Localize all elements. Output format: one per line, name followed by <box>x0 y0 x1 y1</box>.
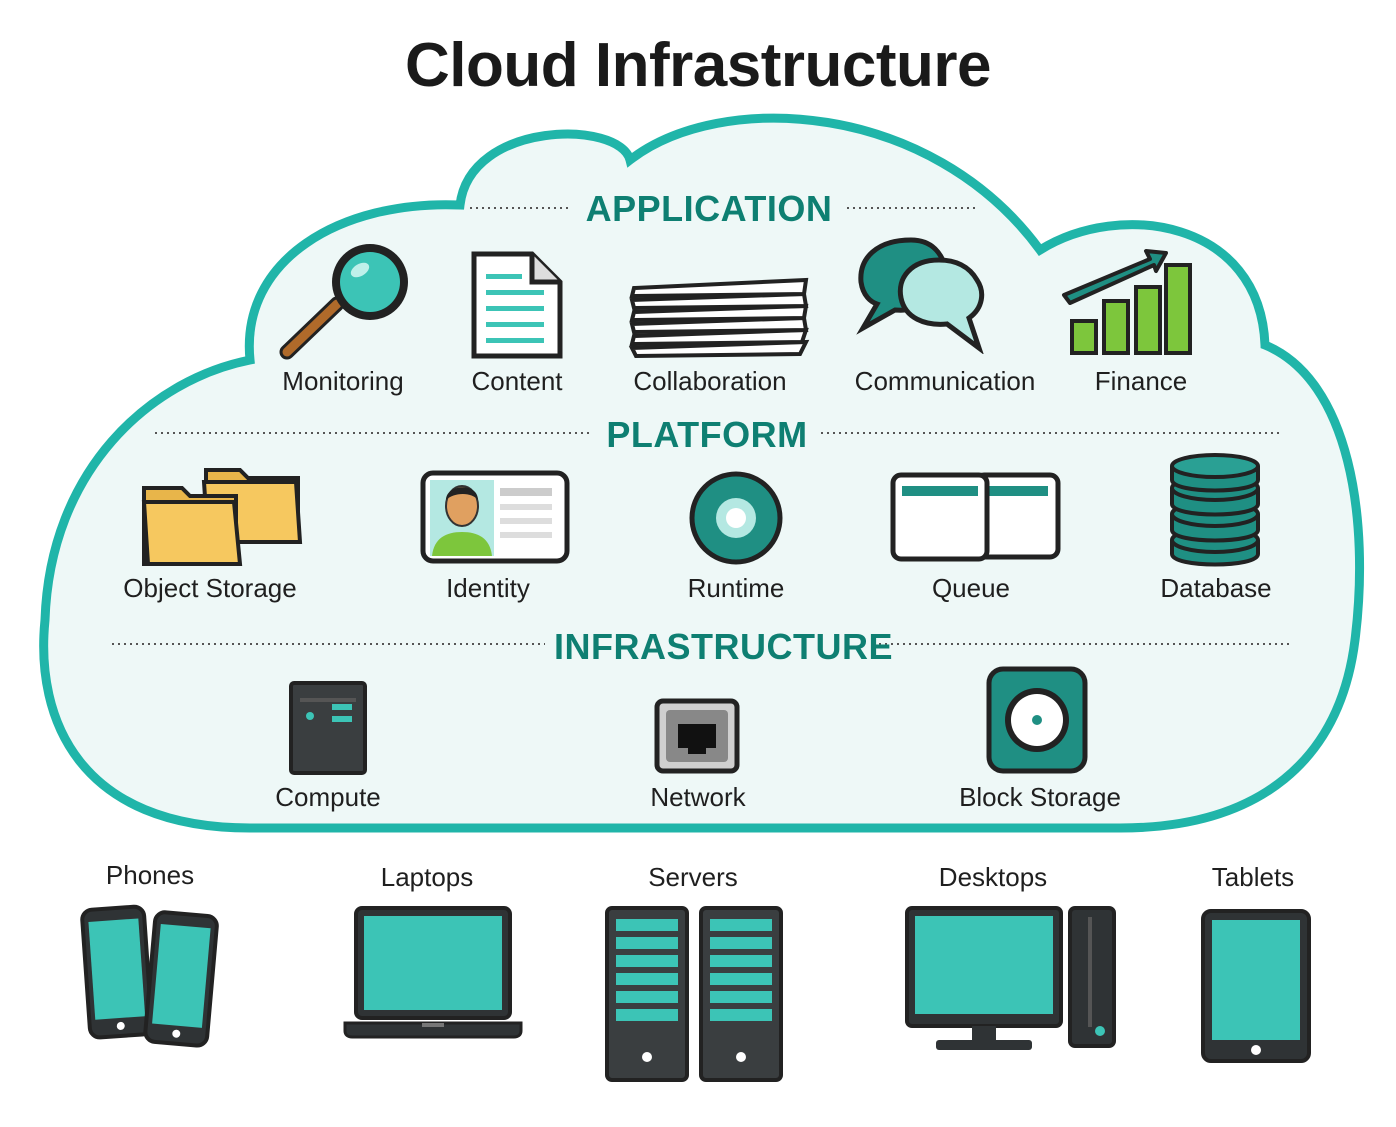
label-desktops: Desktops <box>938 862 1048 892</box>
heading-application: APPLICATION <box>575 188 843 230</box>
windows-icon <box>890 472 1061 562</box>
bar-chart-icon <box>1062 249 1192 355</box>
id-card-icon <box>420 470 570 564</box>
label-finance: Finance <box>1094 366 1188 396</box>
server-box-icon <box>289 681 367 775</box>
folders-icon <box>141 468 303 566</box>
label-compute: Compute <box>275 782 381 812</box>
database-icon <box>1170 453 1260 567</box>
desktop-icon <box>905 906 1116 1050</box>
label-tablets: Tablets <box>1211 862 1295 892</box>
ethernet-port-icon <box>654 698 740 774</box>
label-servers: Servers <box>648 862 738 892</box>
server-racks-icon <box>605 906 783 1082</box>
label-identity: Identity <box>446 573 530 603</box>
laptop-icon <box>343 906 523 1039</box>
label-network: Network <box>650 782 746 812</box>
chat-bubbles-icon <box>856 237 985 354</box>
label-runtime: Runtime <box>687 573 785 603</box>
stack-icon <box>628 277 810 359</box>
label-laptops: Laptops <box>380 862 474 892</box>
heading-platform: PLATFORM <box>596 414 818 456</box>
label-monitoring: Monitoring <box>282 366 404 396</box>
label-content: Content <box>471 366 563 396</box>
magnifier-icon <box>279 244 408 360</box>
label-phones: Phones <box>105 860 195 890</box>
label-block-storage: Block Storage <box>959 782 1121 812</box>
hard-drive-icon <box>986 666 1088 774</box>
label-database: Database <box>1160 573 1272 603</box>
label-communication: Communication <box>854 366 1036 396</box>
label-object-storage: Object Storage <box>123 573 297 603</box>
page-title: Cloud Infrastructure <box>405 31 991 100</box>
disc-icon <box>689 471 783 565</box>
tablet-icon <box>1201 909 1311 1063</box>
heading-infrastructure: INFRASTRUCTURE <box>548 626 892 668</box>
label-collaboration: Collaboration <box>633 366 787 396</box>
label-queue: Queue <box>931 573 1011 603</box>
phones-icon <box>80 904 219 1048</box>
document-icon <box>471 251 563 359</box>
